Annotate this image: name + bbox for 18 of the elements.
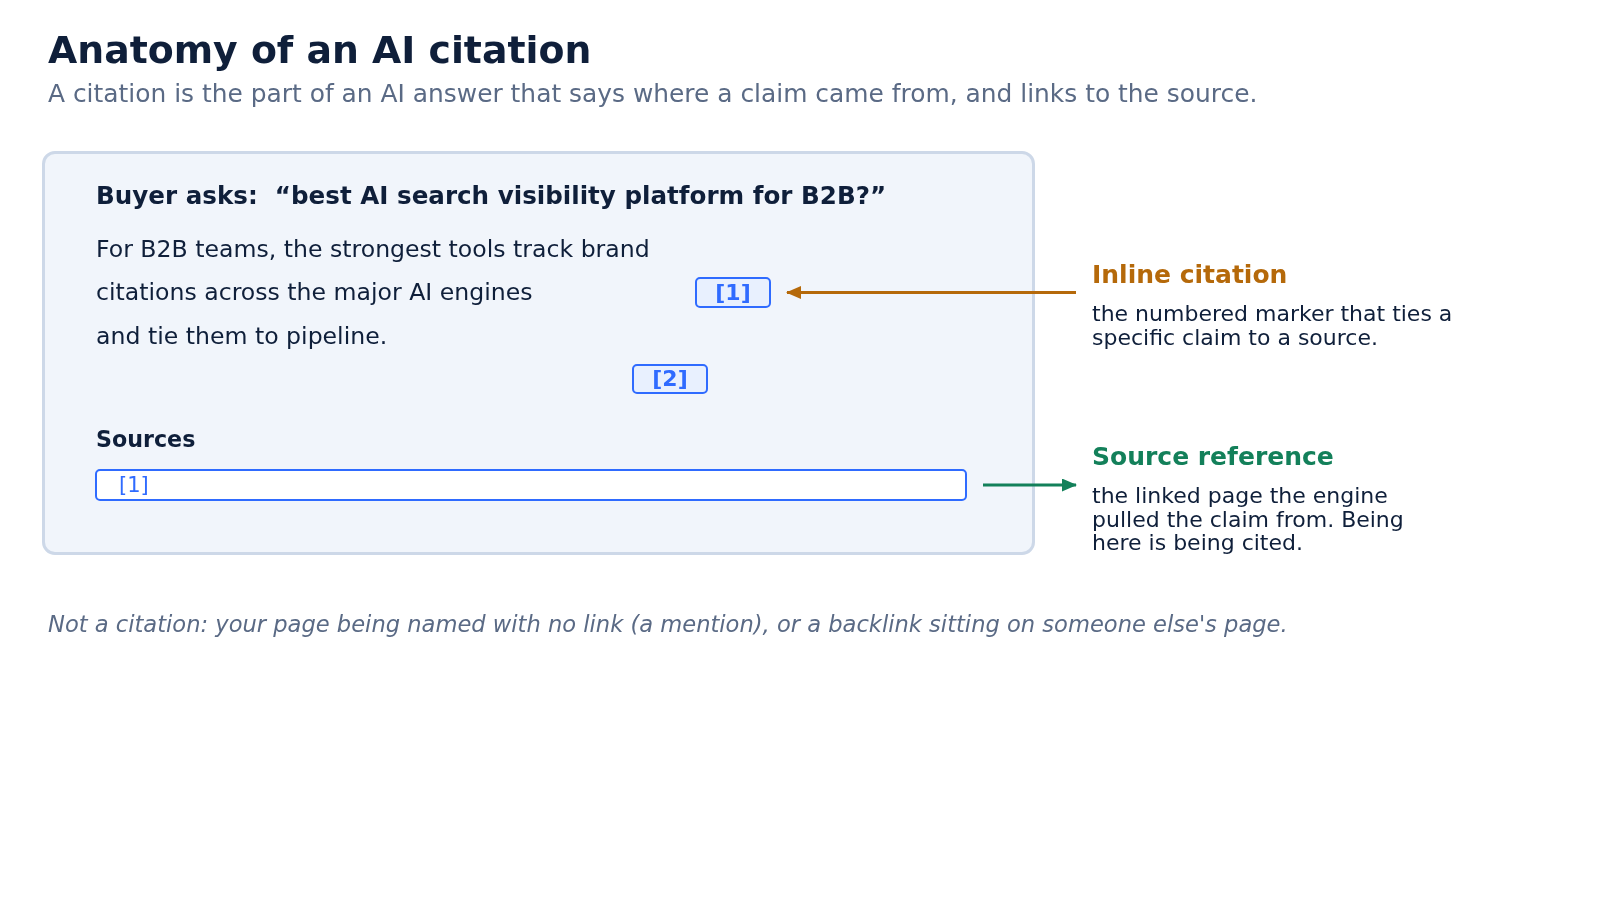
title: Anatomy of an AI citation: [48, 28, 592, 72]
annotation-heading: Source reference: [1092, 442, 1335, 472]
answer-text: citations across the major AI engines: [96, 277, 533, 307]
annotation-heading: Inline citation: [1092, 260, 1289, 290]
footnote: Not a citation: your page being named with no link (a mention), or a backlink sitting on someone else's page.: [48, 610, 1288, 639]
answer-text: and tie them to pipeline.: [96, 321, 388, 351]
arrow: [786, 286, 1076, 299]
citation-marker: [1]: [695, 277, 771, 308]
annotation-text: the numbered marker that ties a specific claim to a source.: [1092, 302, 1454, 349]
arrow: [983, 478, 1077, 492]
citation-marker: [2]: [632, 364, 708, 394]
section-heading: Sources: [96, 425, 196, 453]
answer-text: For B2B teams, the strongest tools track brand: [96, 234, 650, 264]
source-entry: [1]: [95, 469, 967, 501]
question-heading: Buyer asks: “best AI search visibility platform for B2B?”: [96, 181, 887, 211]
answer-panel: [42, 151, 1035, 555]
subtitle: A citation is the part of an AI answer that says where a claim came from, and links to the source.: [48, 79, 1258, 109]
annotation-text: the linked page the engine pulled the claim from. Being here is being cited.: [1092, 484, 1405, 555]
